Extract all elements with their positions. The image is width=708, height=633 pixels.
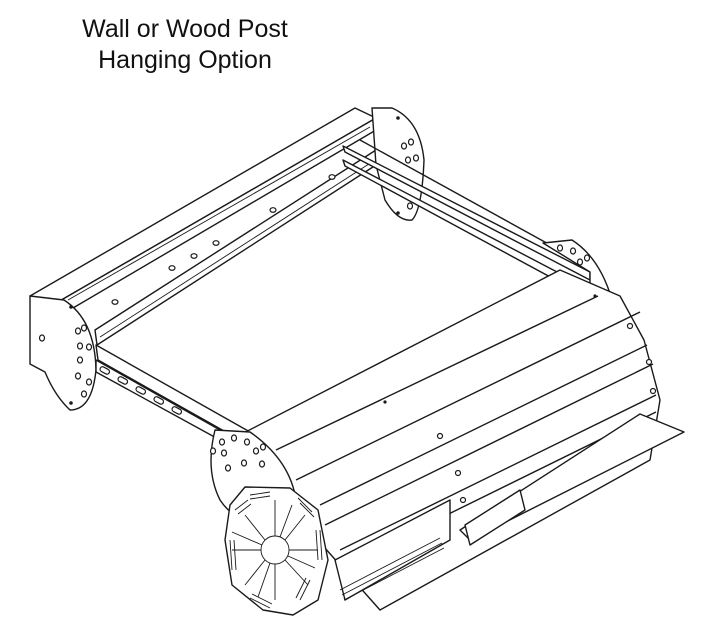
end-cap-vent-grille: [224, 486, 329, 616]
grille-slots: [229, 491, 323, 609]
slotted-cross-rail: [95, 344, 251, 441]
reflector-deflector: [459, 413, 685, 546]
side-bracket-plate-left: [29, 295, 97, 411]
title-line-2: Hanging Option: [98, 46, 272, 74]
heater-body: [229, 269, 661, 611]
bottom-vent-grille: [339, 537, 445, 601]
title-line-1: Wall or Wood Post: [82, 15, 288, 43]
diagram-title: Wall or Wood Post Hanging Option: [0, 14, 370, 76]
rear-mounting-rail: [29, 107, 377, 346]
